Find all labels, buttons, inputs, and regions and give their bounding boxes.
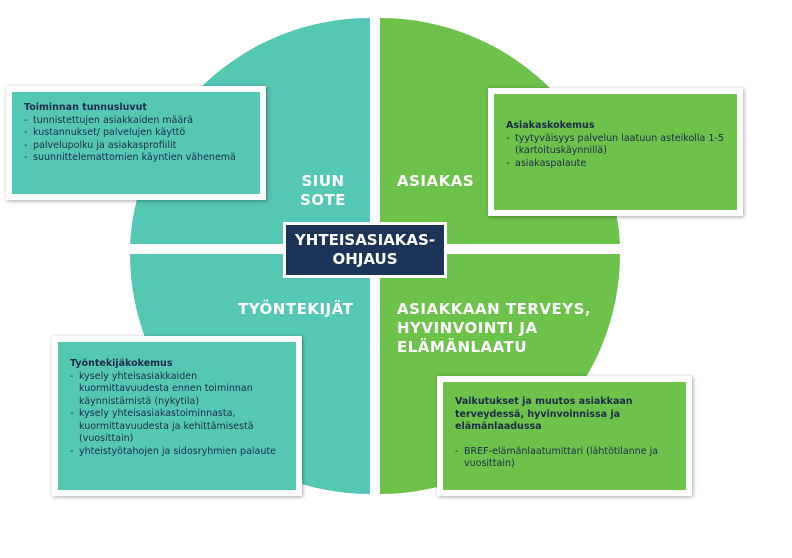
label-siun-sote-line2: SOTE: [300, 191, 347, 209]
card-list: tunnistettujen asiakkaiden määrä kustann…: [24, 115, 250, 165]
card-tyontekijakokemus: Työntekijäkokemus kysely yhteisasiakkaid…: [52, 336, 302, 496]
card-list: BREF-elämänlaatumittari (lähtötilanne ja…: [455, 446, 676, 471]
card-list: tyytyväisyys palvelun laatuun asteikolla…: [506, 133, 727, 171]
card-vaikutukset: Vaikutukset ja muutos asiakkaan terveyde…: [437, 376, 692, 496]
label-asiakas: ASIAKAS: [397, 172, 475, 190]
center-yhteisasiakasohjaus: YHTEISASIAKAS- OHJAUS: [283, 222, 447, 278]
list-item: kysely yhteisasiakastoiminnasta, kuormit…: [70, 408, 286, 446]
center-line1: YHTEISASIAKAS-: [294, 231, 436, 249]
list-item: tyytyväisyys palvelun laatuun asteikolla…: [506, 133, 727, 158]
card-asiakaskokemus: Asiakaskokemus tyytyväisyys palvelun laa…: [488, 88, 743, 216]
label-tyontekijat: TYÖNTEKIJÄT: [238, 300, 354, 318]
label-asiakkaan-terveys-line1: ASIAKKAAN TERVEYS,: [397, 300, 592, 318]
label-asiakkaan-terveys-line2: HYVINVOINTI JA: [397, 319, 538, 337]
list-item: yhteistyötahojen ja sidosryhmien palaute: [70, 446, 286, 459]
center-line2: OHJAUS: [332, 250, 398, 268]
label-siun-sote-line1: SIUN: [301, 172, 345, 190]
list-item: BREF-elämänlaatumittari (lähtötilanne ja…: [455, 446, 676, 471]
list-item: palvelupolku ja asiakasprofiilit: [24, 140, 250, 153]
list-item: tunnistettujen asiakkaiden määrä: [24, 115, 250, 128]
label-siun-sote: SIUN SOTE: [300, 172, 346, 210]
list-item: asiakaspalaute: [506, 158, 727, 171]
card-toiminnan-tunnusluvut: Toiminnan tunnusluvut tunnistettujen asi…: [6, 86, 266, 200]
card-title: Työntekijäkokemus: [70, 358, 173, 369]
label-asiakkaan-terveys-line3: ELÄMÄNLAATU: [397, 338, 528, 356]
list-item: kysely yhteisasiakkaiden kuormittavuudes…: [70, 371, 286, 409]
list-item: kustannukset/ palvelujen käyttö: [24, 127, 250, 140]
card-list: kysely yhteisasiakkaiden kuormittavuudes…: [70, 371, 286, 459]
card-title: Asiakaskokemus: [506, 120, 595, 131]
card-title: Toiminnan tunnusluvut: [24, 102, 147, 113]
label-asiakkaan-terveys: ASIAKKAAN TERVEYS, HYVINVOINTI JA ELÄMÄN…: [397, 300, 591, 357]
list-item: suunnittelemattomien käyntien vähenemä: [24, 152, 250, 165]
card-title: Vaikutukset ja muutos asiakkaan terveyde…: [455, 396, 633, 432]
